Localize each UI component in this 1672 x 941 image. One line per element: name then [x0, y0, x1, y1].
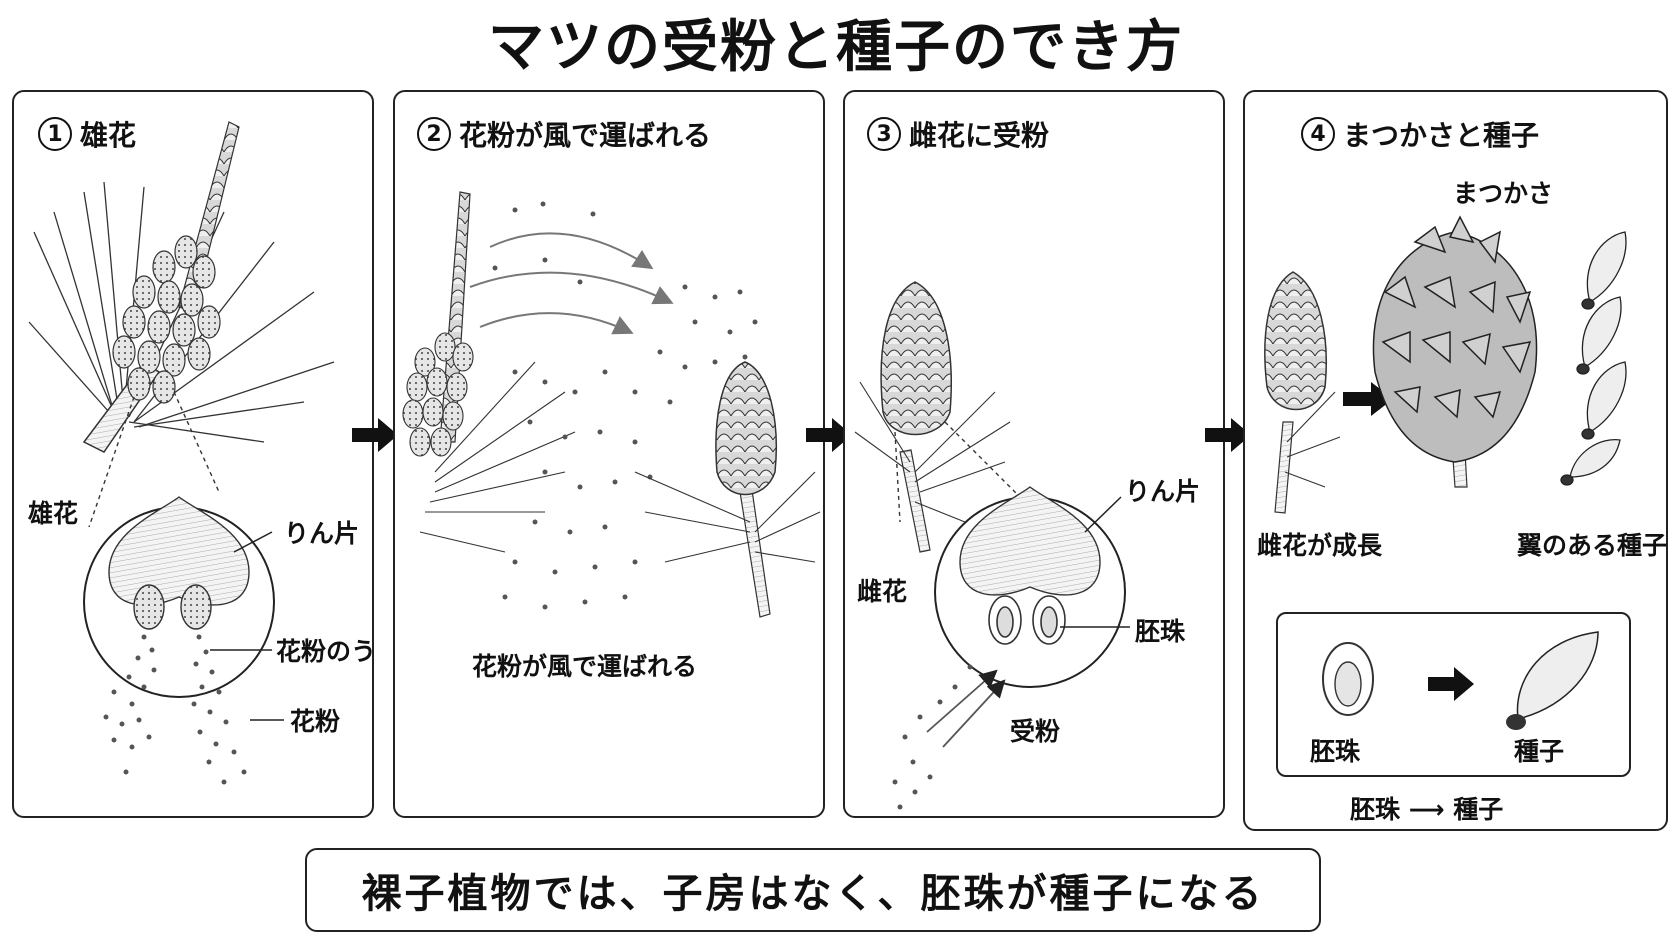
female-flower-illustration [854, 281, 1130, 810]
page-title: マツの受粉と種子のでき方 [488, 15, 1184, 80]
zoom-leader-left [894, 431, 901, 523]
panel-female-pollination: 3 雌花に受粉 雌花 りん片 胚珠 受粉 [843, 90, 1225, 818]
panel-male-flower: 1 雄花 [12, 90, 377, 818]
label-male-flower: 雄花 [28, 499, 79, 528]
panel-cone-seed: 4 まつかさと種子 まつかさ 雌花が成長 翼のある種子 [1243, 90, 1668, 831]
grow-branch [1274, 421, 1294, 514]
label-wind-caption: 花粉が風で運ばれる [472, 652, 698, 681]
pollen-grains [103, 634, 247, 785]
zoom-leader-right [944, 421, 1026, 503]
needles-right [634, 471, 821, 563]
pollination-arrows [926, 669, 1006, 748]
seed-wing [1516, 631, 1599, 720]
scale-shape [959, 486, 1101, 596]
panel-1-title: 1 雄花 [38, 114, 136, 154]
summary-caption: 裸子植物では、子房はなく、胚珠が種子になる [305, 848, 1321, 932]
step-arrow-1 [352, 418, 398, 452]
label-box-ovule: 胚珠 [1310, 737, 1361, 766]
panel-4-title: 4 まつかさと種子 [1301, 114, 1539, 154]
panel-2-title-text: 花粉が風で運ばれる [459, 119, 712, 152]
needles-left [419, 361, 576, 553]
wind-pollination-illustration [402, 191, 821, 618]
grow-needles [1284, 391, 1341, 488]
scale-shape [108, 496, 250, 606]
zoom-leader-left [88, 396, 135, 528]
ovule-to-seed-box: 胚珠 種子 [1276, 612, 1631, 777]
scale-leader [233, 531, 273, 553]
panel-3-title-text: 雌花に受粉 [909, 119, 1050, 152]
label-ovule: 胚珠 [1135, 617, 1186, 646]
label-pollen-sac: 花粉のう [276, 637, 377, 666]
panel-1-title-text: 雄花 [80, 119, 137, 152]
male-cone-cluster [112, 235, 221, 404]
seed-body [1506, 714, 1526, 730]
male-flower-illustration [28, 121, 335, 785]
winged-seeds [1560, 231, 1627, 486]
panel-pollen-wind: 2 花粉が風で運ばれる [393, 90, 825, 818]
step-arrow-3 [1205, 418, 1251, 452]
label-scale: りん片 [1125, 477, 1201, 506]
branch [899, 449, 931, 553]
step-arrow-2 [806, 418, 852, 452]
cone-seed-illustration [1264, 215, 1627, 514]
growing-cone [1264, 271, 1327, 411]
ovule-seed-illustration [1322, 631, 1599, 730]
label-female-flower: 雌花 [857, 577, 908, 606]
step-number-3: 3 [867, 117, 901, 151]
label-box-seed: 種子 [1514, 737, 1565, 766]
label-pollination: 受粉 [1010, 717, 1061, 746]
label-pollen: 花粉 [290, 707, 341, 736]
label-ovule-to-seed: 胚珠 ⟶ 種子 [1350, 795, 1504, 824]
female-cone [715, 361, 777, 496]
airborne-pollen [492, 201, 758, 610]
female-cone [880, 281, 952, 436]
ovules [988, 595, 1066, 645]
wind-arrows [469, 232, 674, 335]
pollen-sacs [133, 584, 212, 630]
scale-leader [1084, 496, 1122, 533]
step-number-4: 4 [1301, 117, 1335, 151]
label-pine-cone: まつかさ [1453, 179, 1554, 208]
label-winged-seed: 翼のある種子 [1517, 531, 1668, 560]
pollen-grains [892, 664, 973, 810]
male-cones-left [402, 332, 474, 457]
zoom-leader-right [173, 391, 220, 493]
box-arrow [1428, 667, 1474, 701]
panel-4-title-text: まつかさと種子 [1343, 119, 1540, 152]
label-cone-grows: 雌花が成長 [1257, 531, 1383, 560]
panel-2-title: 2 花粉が風で運ばれる [417, 114, 711, 154]
label-scale: りん片 [284, 519, 360, 548]
panel-3-title: 3 雌花に受粉 [867, 114, 1049, 154]
pine-needles [28, 181, 335, 443]
mature-pine-cone [1372, 215, 1538, 463]
step-number-1: 1 [38, 117, 72, 151]
step-number-2: 2 [417, 117, 451, 151]
